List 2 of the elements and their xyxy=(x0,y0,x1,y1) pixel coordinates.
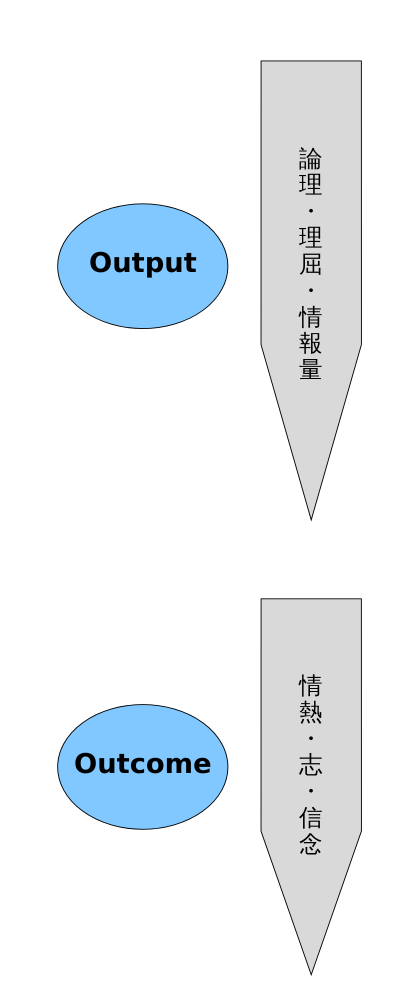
node-ellipse: Outcome xyxy=(57,704,228,830)
node-ellipse: Output xyxy=(57,203,228,330)
